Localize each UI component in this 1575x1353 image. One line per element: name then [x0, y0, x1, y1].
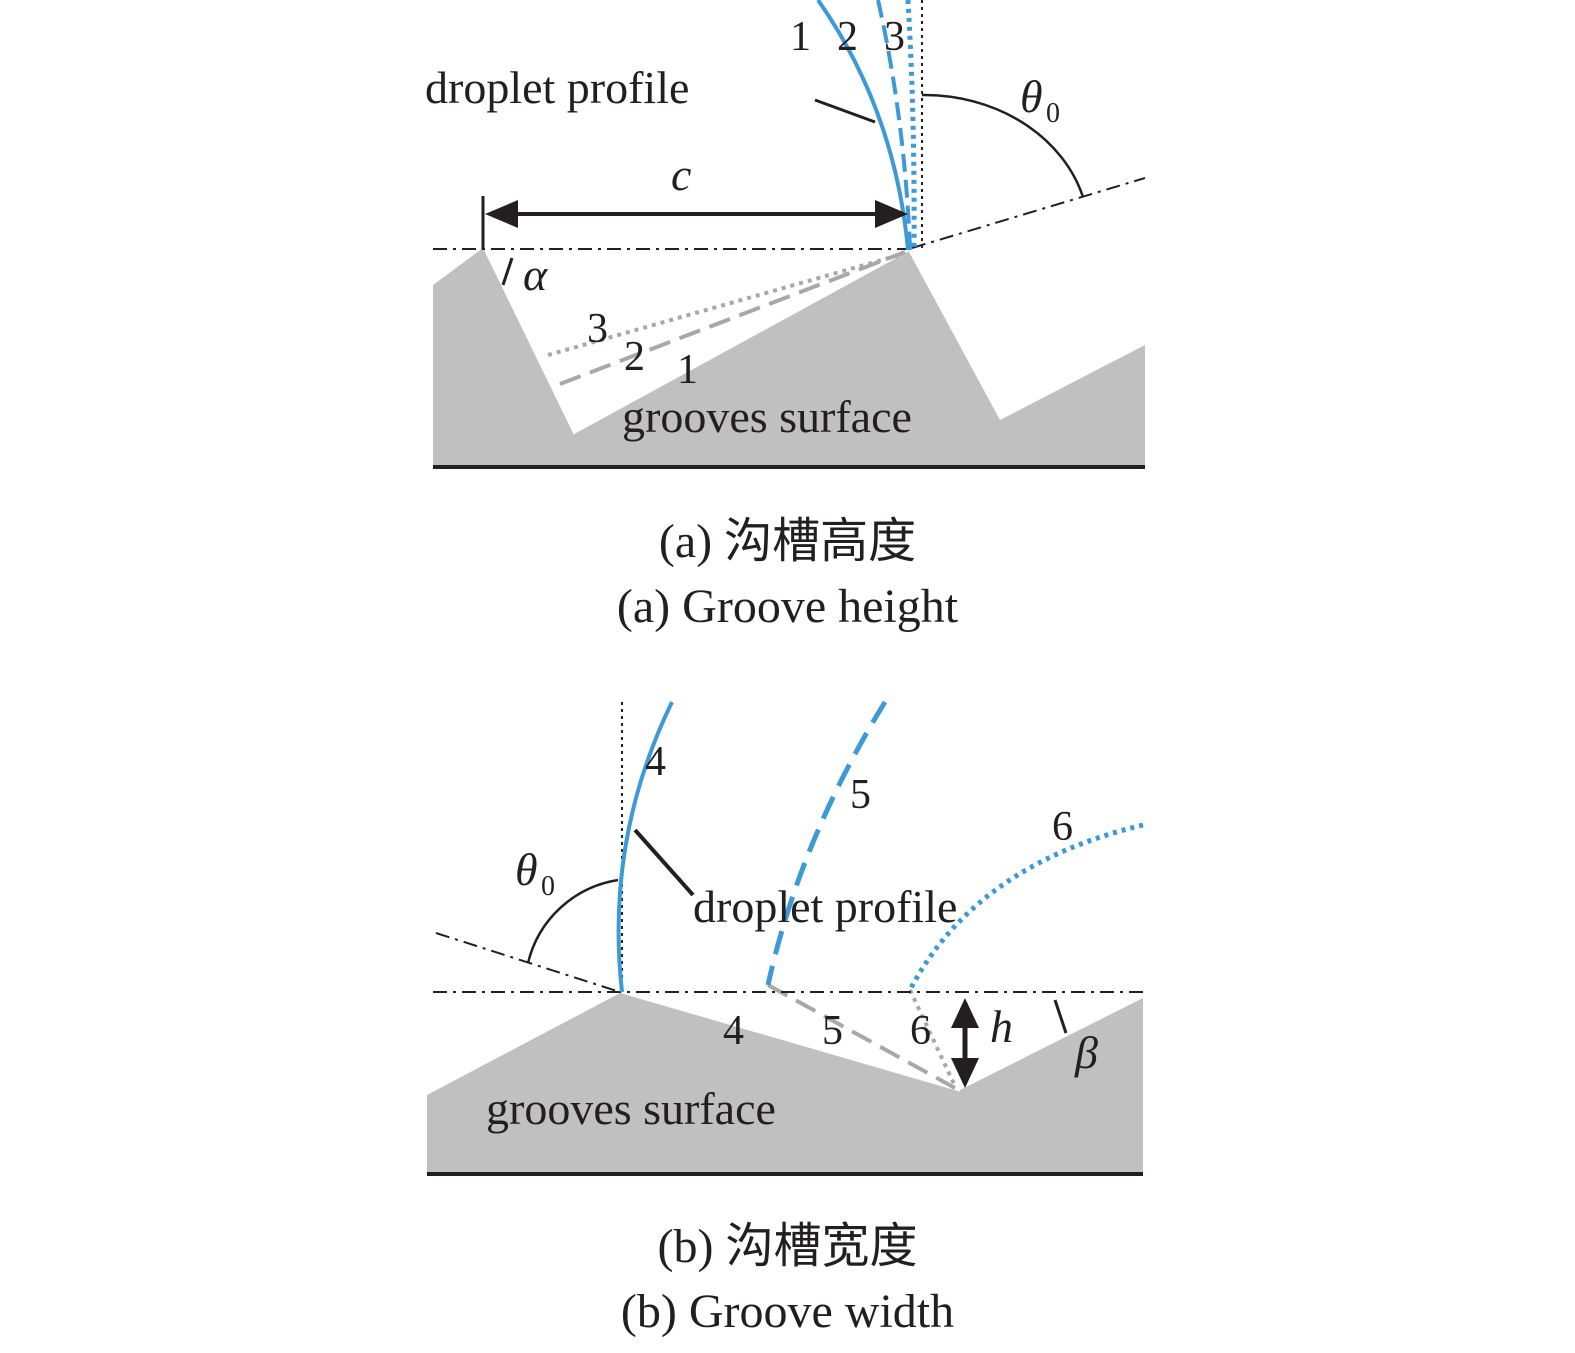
alpha-arc-a — [501, 257, 514, 286]
droplet-profile-2 — [876, 0, 912, 251]
h-arrow-down — [951, 1058, 979, 1088]
groove-label-4: 4 — [723, 1008, 744, 1054]
droplet-leader-a — [814, 98, 876, 124]
groove-label-3: 3 — [587, 306, 608, 352]
groove-bottom-5 — [767, 983, 956, 1090]
groove-label-5: 5 — [822, 1008, 843, 1054]
theta-arc-a — [921, 93, 1085, 198]
symbol-theta-sub-a: 0 — [1046, 98, 1060, 129]
tangent-line-a — [911, 177, 1146, 249]
symbol-h: h — [990, 1001, 1013, 1052]
profile-label-6: 6 — [1052, 804, 1073, 850]
panel-a-diagram: droplet profile grooves surface c α θ 0 … — [425, 0, 1146, 469]
caption-b-chinese: (b) 沟槽宽度 — [657, 1220, 918, 1273]
droplet-profile-3 — [905, 0, 917, 251]
profile-label-3: 3 — [884, 14, 905, 60]
groove-bottom-3 — [547, 252, 904, 357]
profile-label-5: 5 — [850, 772, 871, 818]
groove-label-1: 1 — [677, 347, 698, 393]
caption-b-english: (b) Groove width — [620, 1285, 955, 1338]
droplet-profile-5 — [765, 700, 888, 986]
symbol-theta-sub-b: 0 — [541, 871, 555, 902]
droplet-profile-6 — [907, 822, 1144, 992]
panel-b-groove-width: droplet profile grooves surface h β θ 0 … — [0, 690, 1575, 1353]
droplet-profile-4 — [616, 701, 674, 993]
symbol-theta-b: θ — [515, 844, 538, 895]
groove-label-6: 6 — [910, 1008, 931, 1054]
caption-a-chinese: (a) 沟槽高度 — [658, 515, 917, 568]
theta-arc-b — [526, 878, 619, 964]
groove-bottom-1 — [572, 248, 909, 435]
symbol-theta-a: θ — [1020, 71, 1043, 122]
grooves-surface-b — [427, 992, 1143, 1173]
c-arrow-left — [485, 200, 518, 228]
groove-bottom-2 — [559, 250, 906, 386]
profile-label-4: 4 — [645, 739, 666, 785]
groove-bottom-4 — [621, 990, 961, 1092]
symbol-c: c — [671, 149, 691, 200]
profile-label-2: 2 — [837, 14, 858, 60]
symbol-beta: β — [1074, 1027, 1098, 1078]
h-arrow-up — [951, 998, 979, 1028]
grooves-surface-label-a: grooves surface — [622, 391, 912, 442]
droplet-profile-label-a: droplet profile — [425, 62, 689, 113]
panel-a-groove-height: droplet profile grooves surface c α θ 0 … — [0, 0, 1575, 660]
profile-label-1: 1 — [790, 14, 811, 60]
droplet-profile-label-b: droplet profile — [693, 881, 957, 932]
grooves-surface-label-b: grooves surface — [486, 1083, 776, 1134]
droplet-leader-b — [633, 828, 695, 897]
c-arrow-right — [875, 200, 908, 228]
beta-arc-b — [1053, 999, 1068, 1034]
panel-b-diagram: droplet profile grooves surface h β θ 0 … — [427, 700, 1144, 1176]
groove-label-2: 2 — [624, 334, 645, 380]
caption-a-english: (a) Groove height — [616, 580, 959, 633]
symbol-alpha: α — [523, 249, 548, 300]
